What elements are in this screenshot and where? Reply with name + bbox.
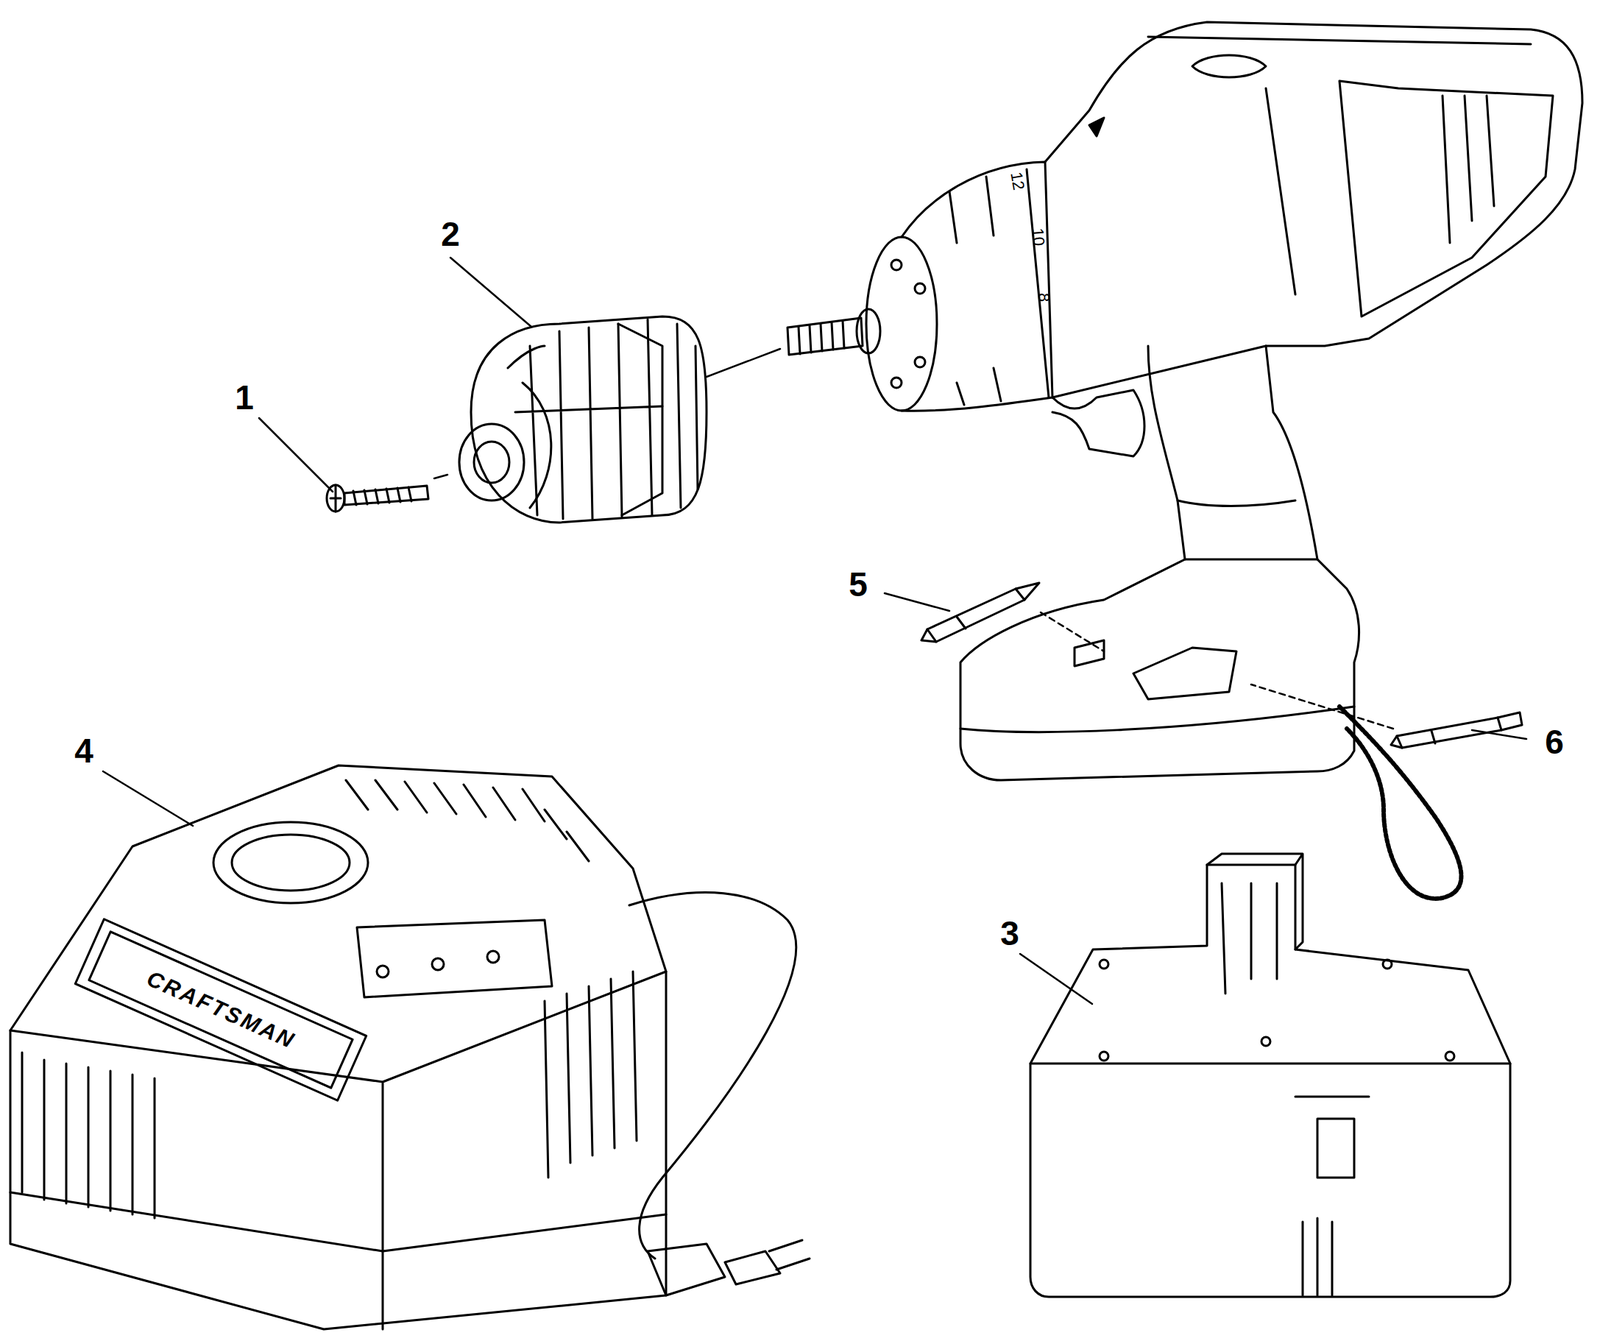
leader-lines [103,257,1527,1004]
drill-body [787,22,1583,899]
callout-number: 1 [234,380,254,415]
clutch-setting: 8 [1035,292,1052,302]
callout-number: 6 [1544,724,1564,759]
battery-pack [1030,853,1511,1297]
clutch-setting: 12 [1007,170,1027,192]
callout-number: 3 [1000,916,1020,951]
keyless-chuck [459,316,707,523]
chuck-screw [326,485,429,512]
callout-number: 4 [74,733,94,768]
callout-number: 5 [848,567,868,602]
battery-charger [10,765,810,1330]
callout-number: 2 [440,217,460,251]
clutch-setting: 10 [1028,227,1047,247]
screwdriver-bits [921,582,1522,748]
